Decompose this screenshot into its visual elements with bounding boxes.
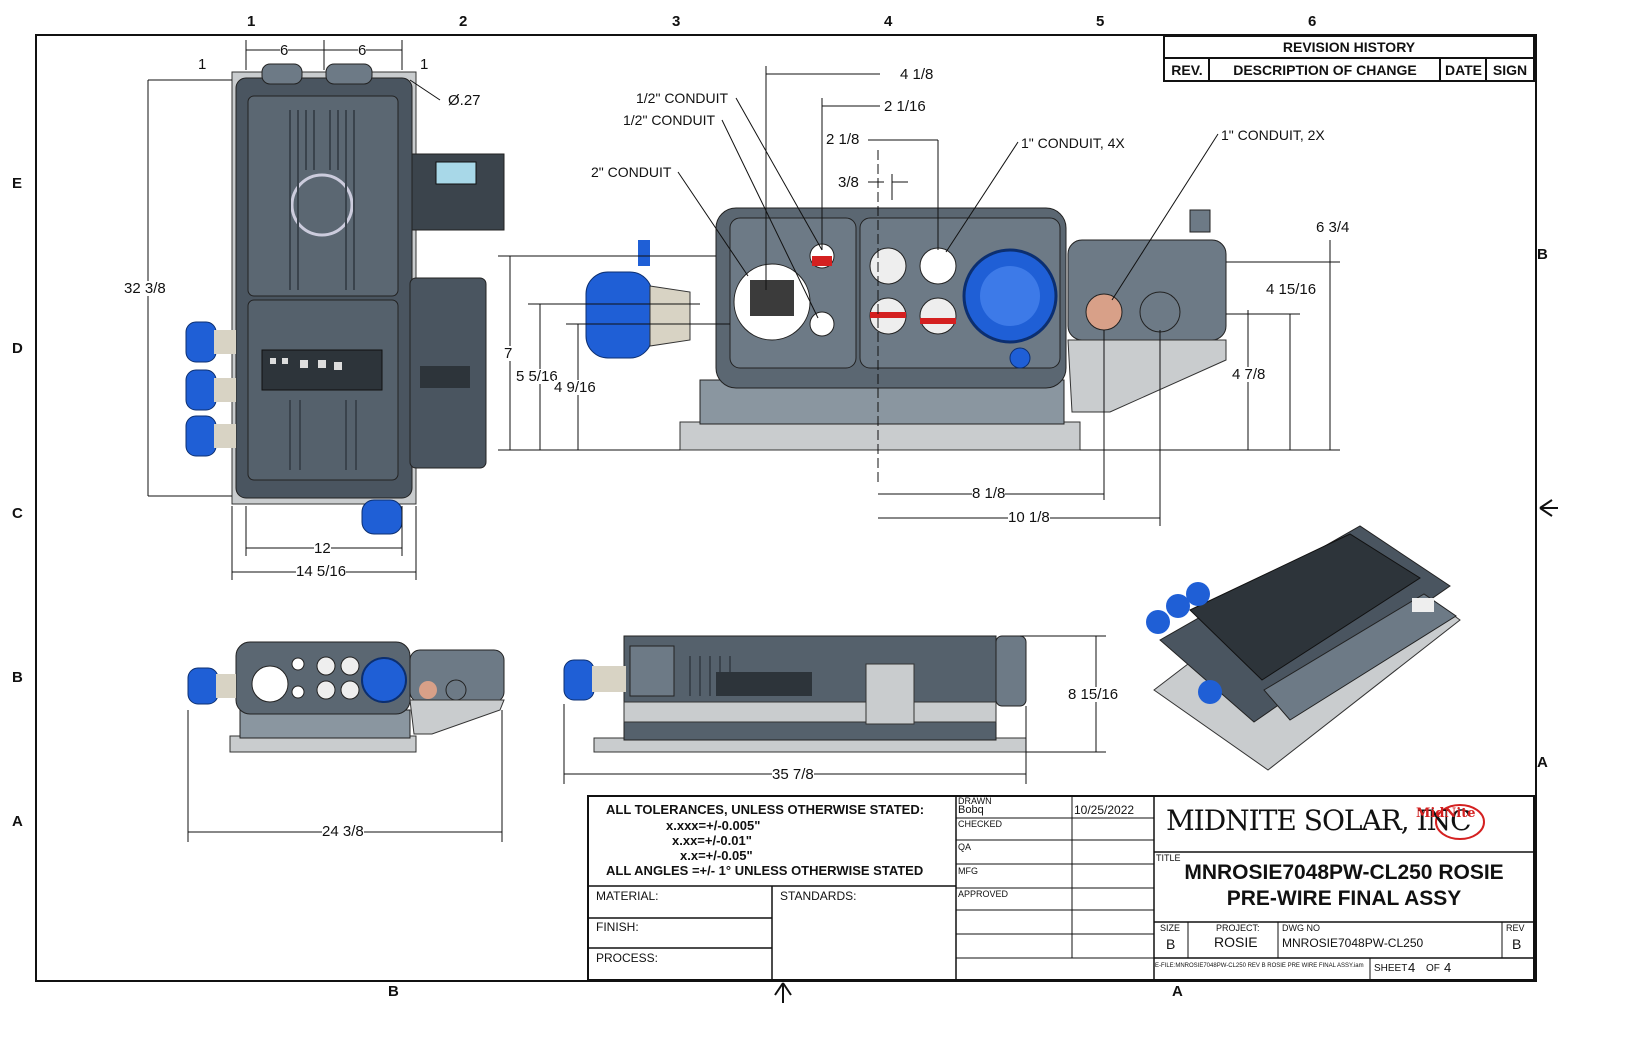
- side-view-dimension-lines: [498, 66, 1340, 526]
- rev-column-header: REV.: [1171, 62, 1203, 78]
- finish-label: FINISH:: [596, 920, 639, 934]
- title-label: TITLE: [1156, 853, 1181, 863]
- dim-width-14-5-16: 14 5/16: [296, 563, 347, 580]
- revision-history-title: REVISION HISTORY: [1282, 39, 1416, 55]
- sheet-label: SHEET: [1374, 963, 1408, 974]
- dwg-no-label: DWG NO: [1282, 923, 1320, 933]
- qa-label: QA: [958, 842, 972, 852]
- tolerance-one-decimal: x.x=+/-0.05": [680, 848, 753, 863]
- of-label: OF: [1426, 963, 1440, 974]
- tolerance-three-decimal: x.xxx=+/-0.005": [666, 818, 761, 833]
- zone-top-2: 2: [459, 13, 468, 30]
- zone-right-b: B: [1537, 246, 1548, 263]
- project-value: ROSIE: [1214, 934, 1258, 950]
- dim-2-1-16: 2 1/16: [884, 98, 926, 115]
- zone-bottom-a: A: [1172, 983, 1183, 1000]
- zone-top-6: 6: [1308, 13, 1317, 30]
- logo-text: MidNite: [1416, 806, 1476, 821]
- centering-arrow-right: [1539, 499, 1558, 517]
- dim-top-1-right: 1: [420, 56, 429, 73]
- zone-left-d: D: [12, 340, 23, 357]
- rev-label: REV: [1506, 923, 1525, 933]
- size-label: SIZE: [1160, 923, 1181, 933]
- top-view: [185, 63, 505, 535]
- zone-left-e: E: [12, 175, 23, 192]
- dim-5-5-16: 5 5/16: [516, 368, 558, 385]
- dim-top-6-right: 6: [358, 42, 367, 59]
- centering-arrow-bottom: [774, 982, 792, 1003]
- plan-view: [563, 635, 1027, 753]
- project-label: PROJECT:: [1216, 923, 1260, 933]
- dim-24-3-8: 24 3/8: [322, 823, 364, 840]
- dim-8-15-16: 8 15/16: [1068, 686, 1119, 703]
- zone-top-5: 5: [1096, 13, 1105, 30]
- end-view: [187, 641, 505, 753]
- dim-8-1-8: 8 1/8: [972, 485, 1006, 502]
- isometric-view: [1146, 525, 1461, 771]
- standards-label: STANDARDS:: [780, 889, 857, 903]
- side-view: [585, 150, 1227, 486]
- dim-top-1-left: 1: [198, 56, 207, 73]
- size-value: B: [1166, 936, 1176, 952]
- dim-4-7-8: 4 7/8: [1232, 366, 1266, 383]
- revision-history-table: [1163, 35, 1535, 82]
- tolerance-two-decimal: x.xx=+/-0.01": [672, 833, 752, 848]
- checked-label: CHECKED: [958, 819, 1003, 829]
- callout-half-inch-conduit-1: 1/2" CONDUIT: [636, 90, 729, 106]
- zone-left-b: B: [12, 669, 23, 686]
- material-label: MATERIAL:: [596, 889, 659, 903]
- zone-top-1: 1: [247, 13, 256, 30]
- dim-top-6-left: 6: [280, 42, 289, 59]
- drawing-title-line-1: MNROSIE7048PW-CL250 ROSIE: [1184, 861, 1504, 884]
- zone-right-a: A: [1537, 754, 1548, 771]
- zone-top-3: 3: [672, 13, 681, 30]
- zone-bottom-b: B: [388, 983, 399, 1000]
- blue-connector-group-left: [185, 321, 236, 457]
- dim-4-1-8: 4 1/8: [900, 66, 934, 83]
- sheet-number: 4: [1408, 960, 1416, 975]
- midnite-logo: [1435, 804, 1485, 840]
- mfg-label: MFG: [958, 866, 978, 876]
- tolerance-angles: ALL ANGLES =+/- 1° UNLESS OTHERWISE STAT…: [606, 863, 924, 878]
- dim-2-1-8: 2 1/8: [826, 131, 860, 148]
- sheet-total: 4: [1444, 960, 1452, 975]
- drawn-date: 10/25/2022: [1074, 803, 1135, 817]
- dim-4-9-16: 4 9/16: [554, 379, 596, 396]
- company-name: MIDNITE SOLAR, INC: [1166, 804, 1472, 837]
- dim-3-8: 3/8: [838, 174, 859, 191]
- callout-one-inch-conduit-4x: 1" CONDUIT, 4X: [1021, 135, 1125, 151]
- description-column-header: DESCRIPTION OF CHANGE: [1233, 62, 1417, 78]
- dim-6-3-4: 6 3/4: [1316, 219, 1350, 236]
- date-column-header: DATE: [1444, 62, 1483, 78]
- zone-left-c: C: [12, 505, 23, 522]
- callout-hole-diameter: Ø.27: [448, 92, 481, 109]
- dwg-no-value: MNROSIE7048PW-CL250: [1282, 936, 1424, 950]
- efile-path: E-FILE:MNROSIE7048PW-CL250 REV B ROSIE P…: [1155, 963, 1364, 969]
- drawn-label: DRAWN: [958, 796, 992, 806]
- approved-label: APPROVED: [958, 889, 1009, 899]
- callout-two-inch-conduit: 2" CONDUIT: [591, 164, 672, 180]
- sign-column-header: SIGN: [1492, 62, 1528, 78]
- drawn-by: Bobq: [958, 804, 984, 816]
- title-block-grid: [587, 795, 1535, 981]
- dim-7: 7: [504, 345, 513, 362]
- callout-one-inch-conduit-2x: 1" CONDUIT, 2X: [1221, 127, 1325, 143]
- zone-top-4: 4: [884, 13, 893, 30]
- process-label: PROCESS:: [596, 951, 659, 965]
- callout-leaders: [677, 97, 1219, 319]
- zone-left-a: A: [12, 813, 23, 830]
- drawing-title-line-2: PRE-WIRE FINAL ASSY: [1226, 887, 1462, 910]
- rev-value: B: [1512, 936, 1522, 952]
- callout-half-inch-conduit-2: 1/2" CONDUIT: [623, 112, 716, 128]
- dim-35-7-8: 35 7/8: [772, 766, 814, 783]
- dim-4-15-16: 4 15/16: [1266, 281, 1317, 298]
- dim-10-1-8: 10 1/8: [1008, 509, 1050, 526]
- dim-height-32-3-8: 32 3/8: [124, 280, 166, 297]
- dim-width-12: 12: [314, 540, 331, 557]
- tolerance-heading: ALL TOLERANCES, UNLESS OTHERWISE STATED:: [606, 802, 925, 817]
